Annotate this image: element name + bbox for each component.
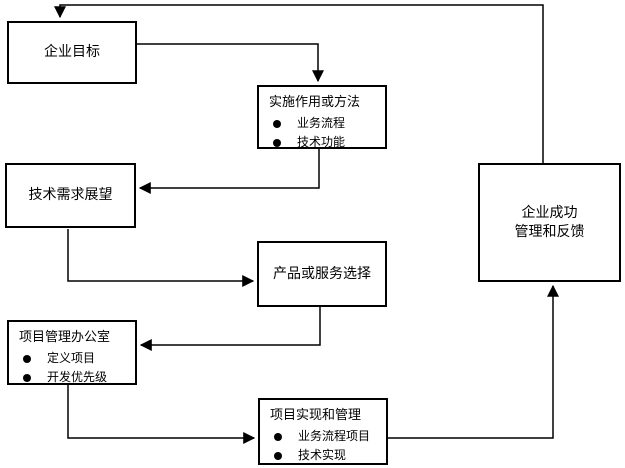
node-product-selection: 产品或服务选择 <box>257 241 387 307</box>
arrow-success-to-goals <box>54 4 544 163</box>
list-item: 开发优先级 <box>19 370 133 384</box>
node-pmo: 项目管理办公室 定义项目 开发优先级 <box>7 320 137 385</box>
bullet-list: 业务流程 技术功能 <box>269 117 383 149</box>
bullet-icon <box>273 138 281 147</box>
bullet-label: 技术功能 <box>297 135 346 149</box>
bullet-label: 技术实现 <box>298 448 347 462</box>
bullet-icon <box>274 432 282 441</box>
node-implementation-methods-title: 实施作用或方法 <box>269 95 361 110</box>
node-enterprise-goals-title: 企业目标 <box>44 44 100 60</box>
arrow-goals-to-methods <box>136 43 324 83</box>
arrow-impl-to-success <box>387 284 559 439</box>
list-item: 业务流程 <box>269 117 383 130</box>
node-project-implementation-title: 项目实现和管理 <box>270 408 362 423</box>
node-tech-requirements-title: 技术需求展望 <box>28 187 113 203</box>
node-enterprise-goals: 企业目标 <box>7 21 137 84</box>
bullet-icon <box>274 451 282 460</box>
bullet-label: 开发优先级 <box>47 370 108 384</box>
bullet-icon <box>23 373 31 382</box>
arrow-methods-to-tech <box>138 149 320 194</box>
bullet-list: 业务流程项目 技术实现 <box>270 430 384 462</box>
bullet-label: 业务流程 <box>297 116 346 130</box>
arrow-product-to-pmo <box>139 307 321 351</box>
node-project-implementation: 项目实现和管理 业务流程项目 技术实现 <box>258 398 388 465</box>
list-item: 业务流程项目 <box>270 430 384 443</box>
bullet-label: 业务流程项目 <box>298 429 371 443</box>
bullet-icon <box>23 354 31 363</box>
list-item: 技术功能 <box>269 135 383 149</box>
node-enterprise-success-title-line1: 企业成功 <box>521 204 578 221</box>
arrow-tech-to-product <box>67 229 255 287</box>
node-product-selection-title: 产品或服务选择 <box>273 265 371 282</box>
arrow-pmo-to-impl <box>67 385 256 444</box>
node-tech-requirements: 技术需求展望 <box>5 163 136 228</box>
node-implementation-methods: 实施作用或方法 业务流程 技术功能 <box>257 85 387 149</box>
bullet-label: 定义项目 <box>47 351 96 365</box>
node-enterprise-success-title-line2: 管理和反馈 <box>514 223 585 240</box>
node-enterprise-success: 企业成功 管理和反馈 <box>478 163 621 282</box>
list-item: 技术实现 <box>270 449 384 462</box>
node-pmo-title: 项目管理办公室 <box>19 330 111 345</box>
list-item: 定义项目 <box>19 352 133 365</box>
bullet-icon <box>273 119 281 128</box>
bullet-list: 定义项目 开发优先级 <box>19 352 133 384</box>
